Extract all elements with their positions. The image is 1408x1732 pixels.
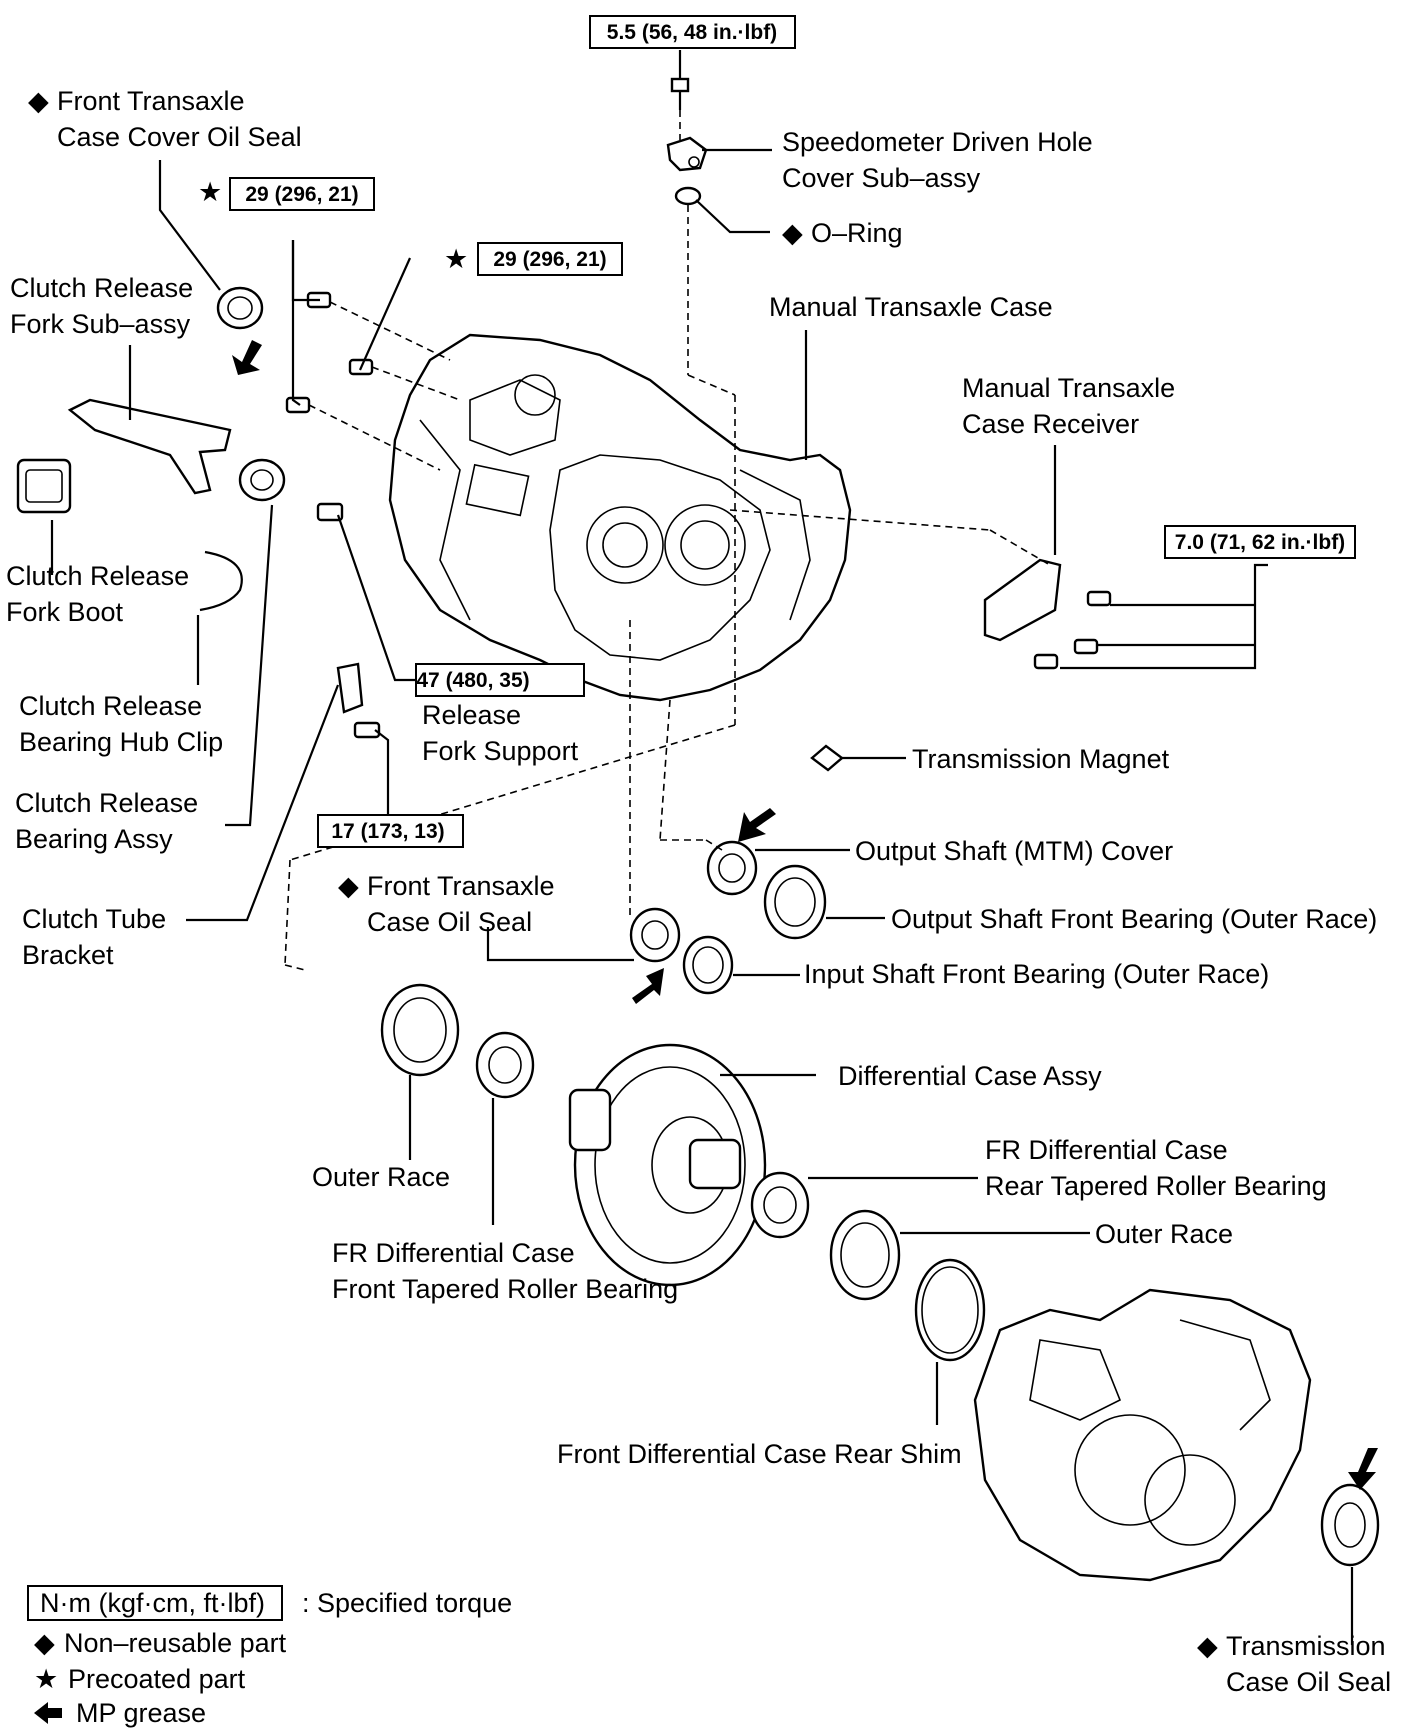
- precoated-star-icon: ★: [198, 177, 222, 207]
- receiver-bolt-drawing: [1086, 590, 1112, 607]
- release-fork-drawing: [67, 398, 232, 495]
- grease-arrow-icon: [34, 1702, 62, 1724]
- legend-precoated: Precoated part: [68, 1664, 246, 1694]
- release-fork-support-bolt-drawing: [316, 502, 344, 522]
- legend: N·m (kgf·cm, ft·lbf) : Specified torque …: [27, 1585, 512, 1728]
- label-clutch-release-fork-sub-assy: Clutch Release Fork Sub–assy: [10, 273, 201, 339]
- output-shaft-bearing-drawing: [763, 864, 827, 940]
- o-ring-drawing: [674, 186, 702, 206]
- outer-race-right-drawing: [829, 1209, 901, 1301]
- legend-grease: MP grease: [76, 1698, 206, 1728]
- case-cover-oil-seal-drawing: [216, 286, 264, 330]
- label-speedometer-driven-hole-cover: Speedometer Driven Hole Cover Sub–assy: [782, 127, 1100, 193]
- label-output-shaft-front-bearing: Output Shaft Front Bearing (Outer Race): [891, 904, 1377, 934]
- label-outer-race-right: Outer Race: [1095, 1219, 1233, 1249]
- torque-case-bolt-b: 29 (296, 21): [493, 248, 606, 271]
- label-clutch-tube-bracket: Clutch Tube Bracket: [22, 904, 174, 970]
- release-bearing-drawing: [238, 458, 286, 502]
- input-shaft-bearing-drawing: [682, 935, 734, 995]
- non-reusable-diamond-icon: ◆: [28, 86, 49, 116]
- clutch-tube-bracket-bolt-drawing: [353, 721, 381, 739]
- manual-transaxle-case-drawing: [388, 333, 852, 702]
- torque-box-case-a: [229, 177, 375, 211]
- leader-lines: [50, 50, 1354, 1645]
- legend-torque-unit: N·m (kgf·cm, ft·lbf): [40, 1588, 265, 1618]
- differential-case-drawing: [568, 1043, 767, 1287]
- rear-tapered-bearing-drawing: [750, 1171, 810, 1239]
- non-reusable-diamond-icon: ◆: [1197, 1631, 1218, 1661]
- torque-box-tube-bracket: [317, 814, 464, 848]
- legend-non-reusable: Non–reusable part: [64, 1628, 287, 1658]
- rear-shim-drawing: [914, 1258, 986, 1362]
- bearing-hub-clip-drawing: [199, 550, 243, 612]
- grease-arrow-icon: [632, 968, 664, 1004]
- label-clutch-release-fork-boot: Clutch Release Fork Boot: [6, 561, 197, 627]
- label-release-fork-support: Release Fork Support: [422, 700, 579, 766]
- legend-torque-box: [27, 1585, 283, 1621]
- label-fr-diff-front-bearing: FR Differential Case Front Tapered Rolle…: [332, 1238, 678, 1304]
- torque-box-case-b: [477, 242, 623, 276]
- legend-torque-desc: : Specified torque: [302, 1588, 512, 1618]
- label-outer-race-left: Outer Race: [312, 1162, 450, 1192]
- clutch-tube-bracket-drawing: [336, 662, 364, 714]
- torque-release-fork-support: 47 (480, 35): [416, 669, 529, 692]
- torque-case-bolt-a: 29 (296, 21): [245, 183, 358, 206]
- label-front-transaxle-case-oil-seal: Front Transaxle Case Oil Seal: [367, 871, 562, 937]
- label-front-transaxle-case-cover-oil-seal: Front Transaxle Case Cover Oil Seal: [57, 86, 302, 152]
- release-fork-boot-drawing: [16, 458, 72, 514]
- transmission-magnet-drawing: [810, 744, 844, 772]
- output-shaft-cover-drawing: [706, 840, 758, 896]
- torque-box-receiver: [1164, 525, 1356, 559]
- precoated-star-icon: ★: [444, 244, 468, 274]
- case-receiver-drawing: [983, 558, 1062, 642]
- torque-clutch-tube-bracket: 17 (173, 13): [331, 820, 444, 843]
- transmission-case-oil-seal-drawing: [1320, 1483, 1380, 1567]
- non-reusable-diamond-icon: ◆: [34, 1628, 55, 1658]
- receiver-bolt-drawing: [1073, 638, 1099, 655]
- non-reusable-diamond-icon: ◆: [338, 871, 359, 901]
- outer-race-left-drawing: [380, 983, 460, 1077]
- grease-arrow-icon: [738, 808, 776, 842]
- label-fr-diff-rear-bearing: FR Differential Case Rear Tapered Roller…: [985, 1135, 1327, 1201]
- label-manual-transaxle-case-receiver: Manual Transaxle Case Receiver: [962, 373, 1183, 439]
- label-transmission-case-oil-seal: Transmission Case Oil Seal: [1226, 1631, 1393, 1697]
- torque-box-speedometer: [589, 15, 796, 49]
- label-input-shaft-front-bearing: Input Shaft Front Bearing (Outer Race): [804, 959, 1269, 989]
- non-reusable-diamond-icon: ◆: [782, 218, 803, 248]
- speedometer-bolt-drawing: [670, 77, 690, 110]
- label-clutch-release-bearing-hub-clip: Clutch Release Bearing Hub Clip: [19, 691, 223, 757]
- front-case-oil-seal-drawing: [629, 907, 681, 963]
- label-manual-transaxle-case: Manual Transaxle Case: [769, 292, 1053, 322]
- torque-box-fork-support: [415, 663, 585, 697]
- label-differential-case-assy: Differential Case Assy: [838, 1061, 1102, 1091]
- torque-receiver-bolts: 7.0 (71, 62 in.·lbf): [1175, 531, 1345, 554]
- grease-arrow-icon: [1348, 1448, 1378, 1490]
- speedometer-cover-drawing: [666, 136, 708, 172]
- precoated-star-icon: ★: [34, 1664, 58, 1694]
- grease-arrow-icon: [232, 340, 262, 375]
- label-output-shaft-mtm-cover: Output Shaft (MTM) Cover: [855, 836, 1173, 866]
- label-transmission-magnet: Transmission Magnet: [912, 744, 1170, 774]
- receiver-bolt-drawing: [1033, 653, 1059, 670]
- case-bolt-drawing: [285, 396, 311, 414]
- transmission-case-drawing: [973, 1288, 1312, 1582]
- label-clutch-release-bearing-assy: Clutch Release Bearing Assy: [15, 788, 206, 854]
- label-front-diff-case-rear-shim: Front Differential Case Rear Shim: [557, 1439, 962, 1469]
- label-o-ring: O–Ring: [811, 218, 903, 248]
- torque-speedometer: 5.5 (56, 48 in.·lbf): [607, 21, 777, 44]
- front-tapered-bearing-drawing: [475, 1031, 535, 1099]
